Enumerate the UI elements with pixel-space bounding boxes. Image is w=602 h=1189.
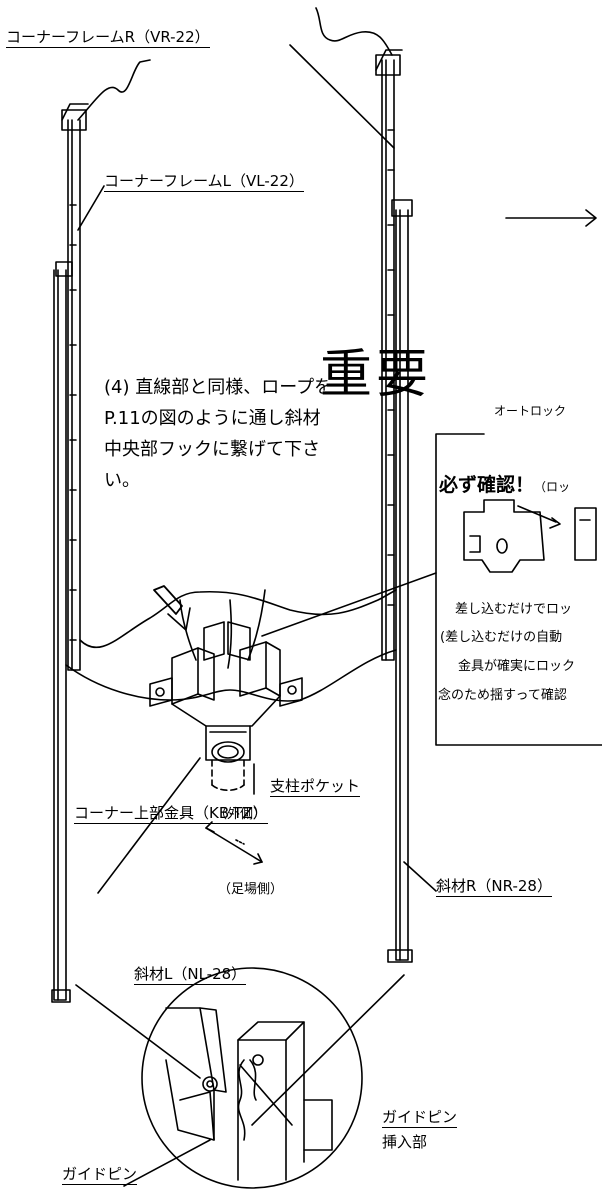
rope-lower [65,649,397,702]
label-outside: （外側） [214,807,267,822]
important-title: 重要 [320,345,433,405]
important-line-4: 念のため揺すって確認 [438,688,567,703]
right-brace [387,199,413,963]
must-check-heading: 必ず確認！（ロッ [439,470,570,497]
label-corner-frame-r: コーナーフレームR（VR-22） [6,28,210,48]
label-brace-l: 斜材L（NL-28） [134,965,247,985]
detail-circle [141,967,363,1189]
label-insert-part: 挿入部 [382,1133,428,1151]
corner-top-fitting [149,621,303,792]
important-subtitle: オートロック [494,404,567,418]
label-guide-pin: ガイドピン [62,1165,138,1185]
important-line-1: 差し込むだけでロッ [455,602,573,617]
left-brace [51,269,71,1003]
instruction-arrow [153,585,183,615]
must-check-text: 必ず確認！ [439,474,535,496]
instruction-text: (4) 直線部と同様、ロープを P.11の図のように通し斜材 中央部フックに繋げ… [104,377,333,491]
important-line-2: (差し込むだけの自動 [440,630,563,645]
must-check-small: （ロッ [534,480,571,494]
label-corner-frame-l: コーナーフレームL（VL-22） [104,172,304,192]
left-frame [55,103,89,671]
left-wire [77,59,151,121]
label-guide-pin-insert: ガイドピン [382,1108,458,1128]
important-line-3: 金具が確実にロック [458,659,576,674]
right-arrow [505,209,597,227]
label-corner-top-fitting: コーナー上部金具（KB-TZ） [74,804,268,824]
label-brace-r: 斜材R（NR-28） [436,877,552,897]
important-box [435,433,602,746]
right-frame [375,49,403,661]
auto-lock-fitting [463,499,597,573]
detail-view [165,1007,333,1181]
label-scaffold-side: （足場側） [218,882,284,897]
label-pillar-pocket: 支柱ポケット [270,777,361,797]
rope-upper [79,589,397,649]
orientation-arrows [205,827,263,863]
right-wire [315,7,393,56]
